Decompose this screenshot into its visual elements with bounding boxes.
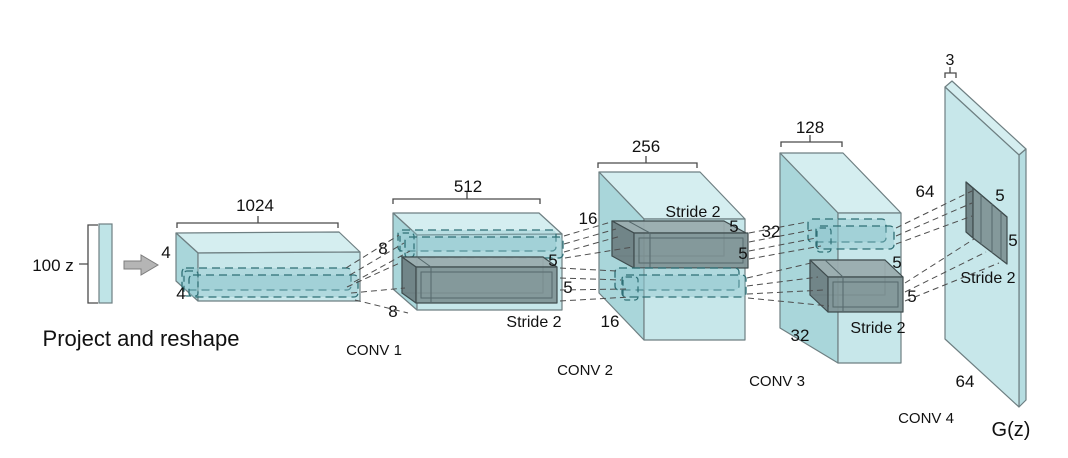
conv3-filter-band-front (815, 225, 895, 250)
reshape-depth-label: 1024 (236, 196, 274, 215)
connection-lines-conv1-conv2 (559, 221, 634, 302)
reshape-width-label: 4 (176, 284, 185, 303)
output-plane-front-face (944, 86, 1020, 408)
reshape-box-group: 1024 4 4 (161, 196, 361, 303)
conv2-width-bracket (597, 156, 698, 168)
conv2-kernel-a-label: 5 (729, 217, 738, 236)
conv1-width-label: 8 (388, 302, 397, 321)
conv4-filter-left-face (965, 181, 974, 239)
conv2-filter-cube (622, 276, 639, 301)
conv2-feature-cube-edge (627, 220, 651, 268)
conv4-channels-bracket (944, 67, 957, 78)
conv4-height-label: 64 (916, 182, 935, 201)
conv1-filter-band-front (404, 236, 564, 259)
conv4-stride-label: Stride 2 (960, 270, 1015, 287)
conv1-width-bracket (392, 192, 541, 204)
conv2-group: 256 16 16 Stride 2 5 5 CONV 2 (557, 137, 749, 379)
conv3-name-label: CONV 3 (749, 373, 805, 390)
z-vector-bar (98, 223, 113, 304)
conv4-filter-slab-edges (980, 195, 1002, 260)
input-bracket (79, 224, 98, 304)
input-dim-label: 100 z (32, 256, 74, 275)
reshape-filter-band-front (188, 274, 359, 298)
conv1-group: 512 8 8 5 5 Stride 2 CONV 1 (346, 177, 573, 359)
conv1-feature-cube-edge (416, 256, 432, 303)
conv3-height-label: 32 (762, 222, 781, 241)
reshape-filter-band-back (181, 267, 352, 291)
conv4-channels-label: 3 (946, 52, 955, 69)
conv2-filter-band-back (614, 267, 740, 291)
input-z-group: 100 z Project and reshape (32, 223, 240, 351)
conv2-filter-band-front (621, 274, 747, 298)
conv1-height-label: 8 (378, 239, 387, 258)
connection-lines-reshape-conv1 (345, 234, 411, 314)
conv1-feature-box-front-face (415, 266, 558, 304)
conv4-name-label: CONV 4 (898, 410, 954, 427)
conv2-name-label: CONV 2 (557, 362, 613, 379)
conv3-filter-band-back (807, 218, 887, 243)
conv1-filter-cube (399, 232, 415, 258)
conv3-feature-box-front-face (827, 276, 904, 313)
conv2-kernel-b-label: 5 (738, 244, 747, 263)
conv4-kernel-a-label: 5 (995, 186, 1004, 205)
conv3-group: 128 32 32 5 5 Stride 2 CONV 3 (749, 118, 917, 390)
conv3-filter-cube (816, 227, 832, 253)
reshape-height-label: 4 (161, 243, 170, 262)
conv2-stride-label: Stride 2 (665, 204, 720, 221)
reshape-filter-cube (183, 270, 199, 297)
conv3-depth-label: 128 (796, 118, 824, 137)
conv4-kernel-b-label: 5 (1008, 231, 1017, 250)
conv3-feature-cube-edge (824, 259, 844, 312)
project-reshape-caption: Project and reshape (43, 326, 240, 351)
conv3-width-label: 32 (791, 326, 810, 345)
reshape-box-top-face (175, 231, 361, 254)
arrow-right-icon (123, 254, 159, 276)
conv1-depth-label: 512 (454, 177, 482, 196)
conv1-stride-label: Stride 2 (506, 314, 561, 331)
conv3-kernel-a-label: 5 (892, 253, 901, 272)
conv1-name-label: CONV 1 (346, 342, 402, 359)
conv3-width-bracket (780, 135, 843, 147)
output-plane-side-face (1018, 148, 1027, 408)
conv1-feature-box-inner-edge (420, 271, 553, 299)
conv3-kernel-b-label: 5 (907, 287, 916, 306)
conv1-filter-band-back (397, 229, 557, 252)
conv1-kernel-b-label: 5 (563, 278, 572, 297)
conv2-height-label: 16 (579, 209, 598, 228)
reshape-width-bracket (176, 216, 339, 228)
conv3-stride-label: Stride 2 (850, 320, 905, 337)
connection-lines-conv3-conv4 (895, 190, 1000, 302)
conv1-feature-box-top-face (401, 256, 558, 268)
conv2-depth-label: 256 (632, 137, 660, 156)
conv2-feature-box-inner-edge (638, 237, 744, 264)
conv4-group: 3 64 64 5 5 Stride 2 CONV 4 G(z) (898, 52, 1030, 441)
conv2-width-label: 16 (601, 312, 620, 331)
conv1-kernel-a-label: 5 (548, 251, 557, 270)
conv3-feature-box-inner-edge (832, 281, 899, 308)
output-gz-label: G(z) (992, 419, 1031, 441)
conv4-width-label: 64 (956, 372, 975, 391)
connection-lines-conv2-conv3 (746, 221, 830, 307)
